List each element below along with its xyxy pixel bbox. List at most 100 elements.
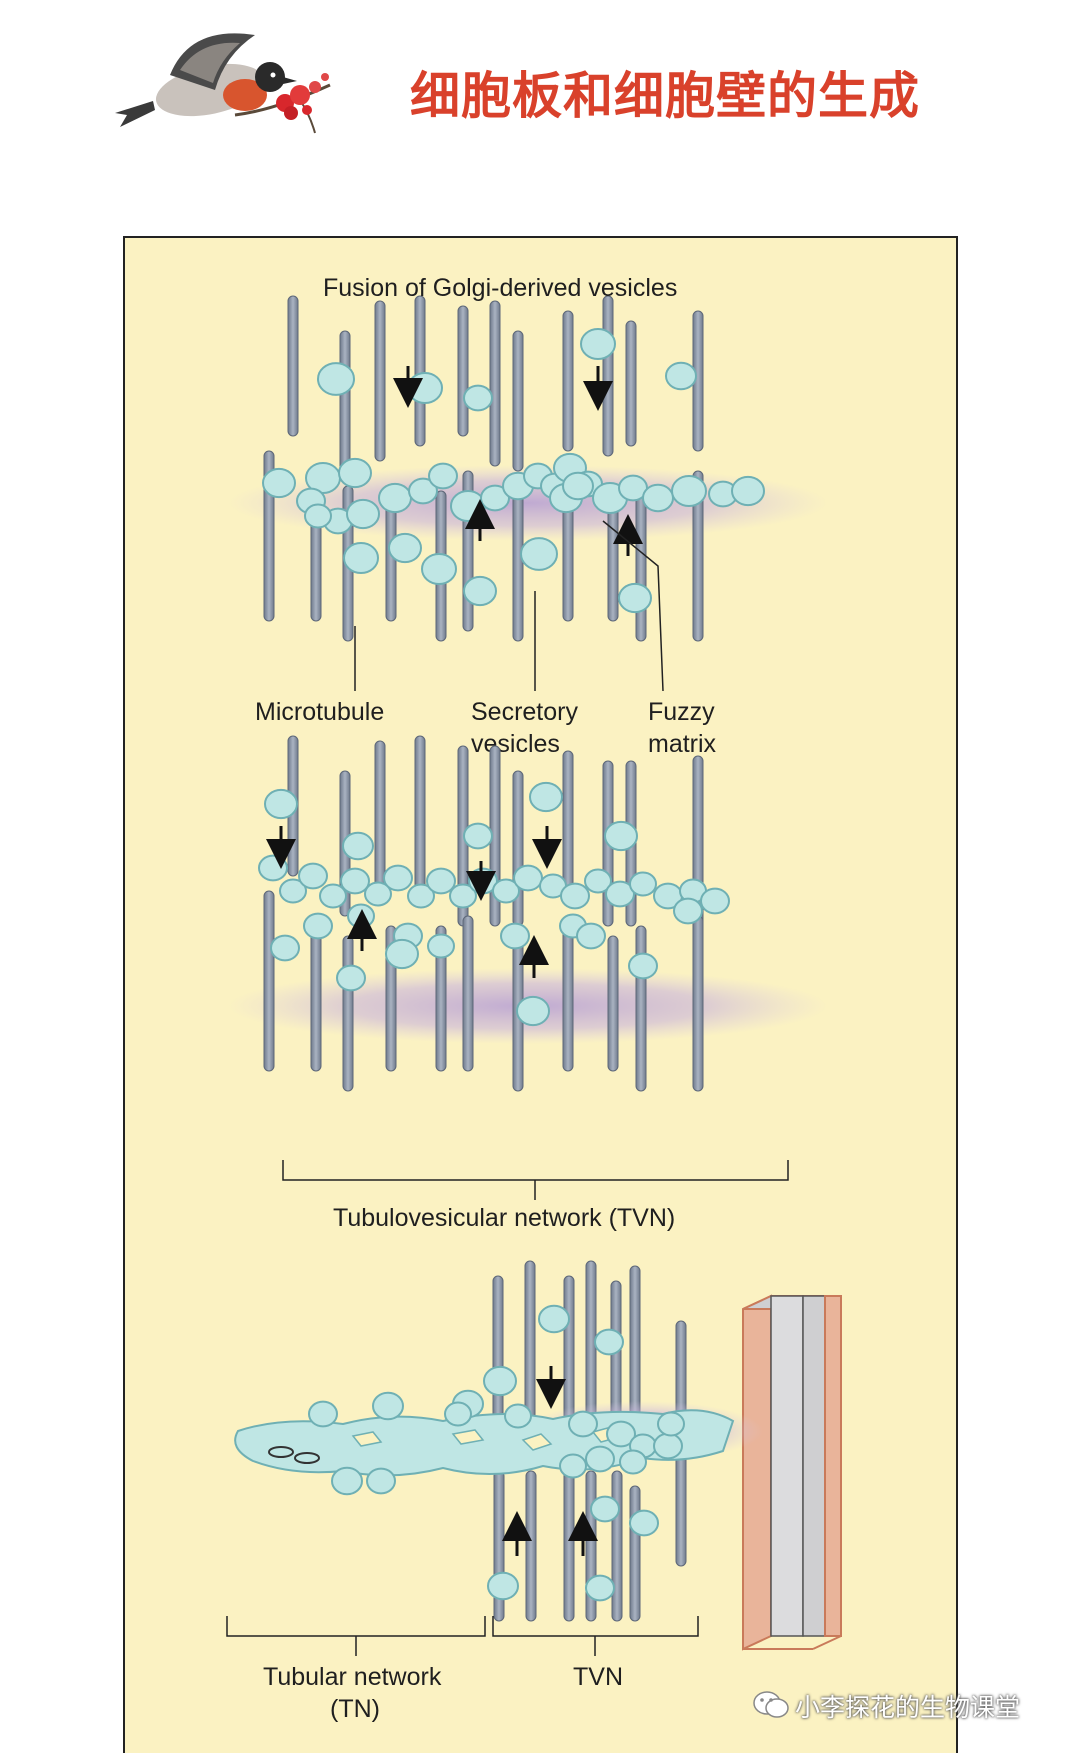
vesicle: [618, 582, 652, 614]
vesicle: [331, 1466, 363, 1496]
vesicle: [628, 952, 658, 980]
vesicle: [303, 912, 333, 940]
vesicle: [338, 457, 372, 489]
vesicle: [483, 1365, 517, 1397]
label-fuzzy-matrix-2: matrix: [648, 730, 717, 758]
vesicle: [576, 922, 606, 950]
vesicle: [407, 883, 435, 909]
microtubule: [635, 925, 647, 1092]
vesicle: [383, 864, 413, 892]
label-microtubule: Microtubule: [255, 698, 384, 726]
tvn-bracket: [282, 1160, 789, 1181]
vesicle: [671, 475, 707, 507]
microtubule: [489, 300, 501, 467]
stage3-tubular-network: Tubular network (TN) TVN: [226, 1260, 842, 1723]
vesicle: [421, 553, 457, 585]
vesicle: [258, 854, 288, 882]
vesicle: [308, 1400, 338, 1428]
vesicle: [520, 537, 558, 571]
vesicle: [336, 964, 366, 992]
microtubule: [512, 485, 524, 642]
microtubule: [492, 1275, 504, 1427]
stage1-fusion: Fusion of Golgi-derived vesicles Microtu…: [228, 274, 828, 758]
vesicle: [568, 1410, 598, 1438]
microtubule: [625, 320, 637, 447]
microtubule: [339, 330, 351, 472]
tn-bracket: [226, 1616, 486, 1637]
vesicle: [378, 482, 412, 514]
bird-illustration-icon: [115, 33, 331, 134]
vesicle: [585, 1574, 615, 1602]
vesicle: [343, 542, 379, 574]
vesicle: [372, 1391, 404, 1421]
vesicle: [270, 934, 300, 962]
vesicle: [264, 788, 298, 820]
microtubule: [457, 305, 469, 437]
vesicle: [487, 1571, 519, 1601]
vesicle: [653, 1432, 683, 1460]
label-tubular-network-1: Tubular network: [263, 1663, 442, 1691]
microtubule: [562, 310, 574, 452]
vesicle: [580, 328, 616, 360]
wechat-icon: [753, 1691, 789, 1718]
label-secretory-vesicles-2: vesicles: [471, 730, 560, 758]
vesicle: [444, 1401, 472, 1427]
vesicle: [346, 498, 380, 530]
vesicle: [279, 878, 307, 904]
vesicle: [504, 1403, 532, 1429]
vesicle: [538, 1304, 570, 1334]
stage2-tvn: Tubulovesicular network (TVN): [228, 735, 828, 1232]
microtubule: [374, 740, 386, 897]
arrows-stage3: [502, 1366, 598, 1556]
vesicle: [262, 467, 296, 499]
vesicle: [584, 868, 612, 894]
vesicle: [500, 922, 530, 950]
microtubule: [524, 1260, 536, 1427]
label-secretory-vesicles-1: Secretory: [471, 698, 578, 726]
microtubule: [563, 1275, 575, 1427]
vesicle: [562, 471, 594, 501]
microtubule: [607, 935, 619, 1072]
page-title: 细胞板和细胞壁的生成: [410, 67, 920, 125]
microtubule: [629, 1485, 641, 1622]
vesicle: [606, 1420, 636, 1448]
microtubule: [512, 770, 524, 927]
vesicle: [605, 880, 635, 908]
vesicle: [590, 1495, 620, 1523]
vesicle: [426, 867, 456, 895]
cell-wall: [742, 1294, 842, 1651]
microtubule: [562, 750, 574, 897]
vesicle: [629, 871, 657, 897]
vesicle: [342, 831, 374, 861]
microtubule: [287, 295, 299, 437]
vesicle: [319, 883, 347, 909]
microtubule: [602, 295, 614, 457]
vesicle: [317, 362, 355, 396]
microtubule: [692, 470, 704, 642]
vesicle: [604, 820, 638, 852]
microtubule: [263, 890, 275, 1072]
microtubule: [435, 925, 447, 1072]
label-tvn-full: Tubulovesicular network (TVN): [333, 1204, 675, 1232]
microtubule: [611, 1470, 623, 1622]
vesicle: [673, 897, 703, 925]
vesicle: [340, 867, 370, 895]
vesicle: [560, 882, 590, 910]
vesicle: [594, 1328, 624, 1356]
vesicle: [408, 477, 438, 505]
arrows-stage2: [266, 826, 562, 978]
vesicle: [619, 1449, 647, 1475]
vesicle: [731, 475, 765, 507]
vesicle: [629, 1509, 659, 1537]
microtubule: [629, 1265, 641, 1422]
fuzzy-leader-line: [602, 520, 664, 692]
vesicle: [463, 384, 493, 412]
vesicle: [463, 822, 493, 850]
cell-plate-diagram: Fusion of Golgi-derived vesicles Microtu…: [226, 274, 842, 1723]
vesicle: [428, 462, 458, 490]
vesicle: [642, 483, 674, 513]
vesicle: [298, 862, 328, 890]
microtubule: [692, 915, 704, 1092]
microtubule: [525, 1470, 537, 1622]
sheet-rings: [268, 1446, 320, 1464]
